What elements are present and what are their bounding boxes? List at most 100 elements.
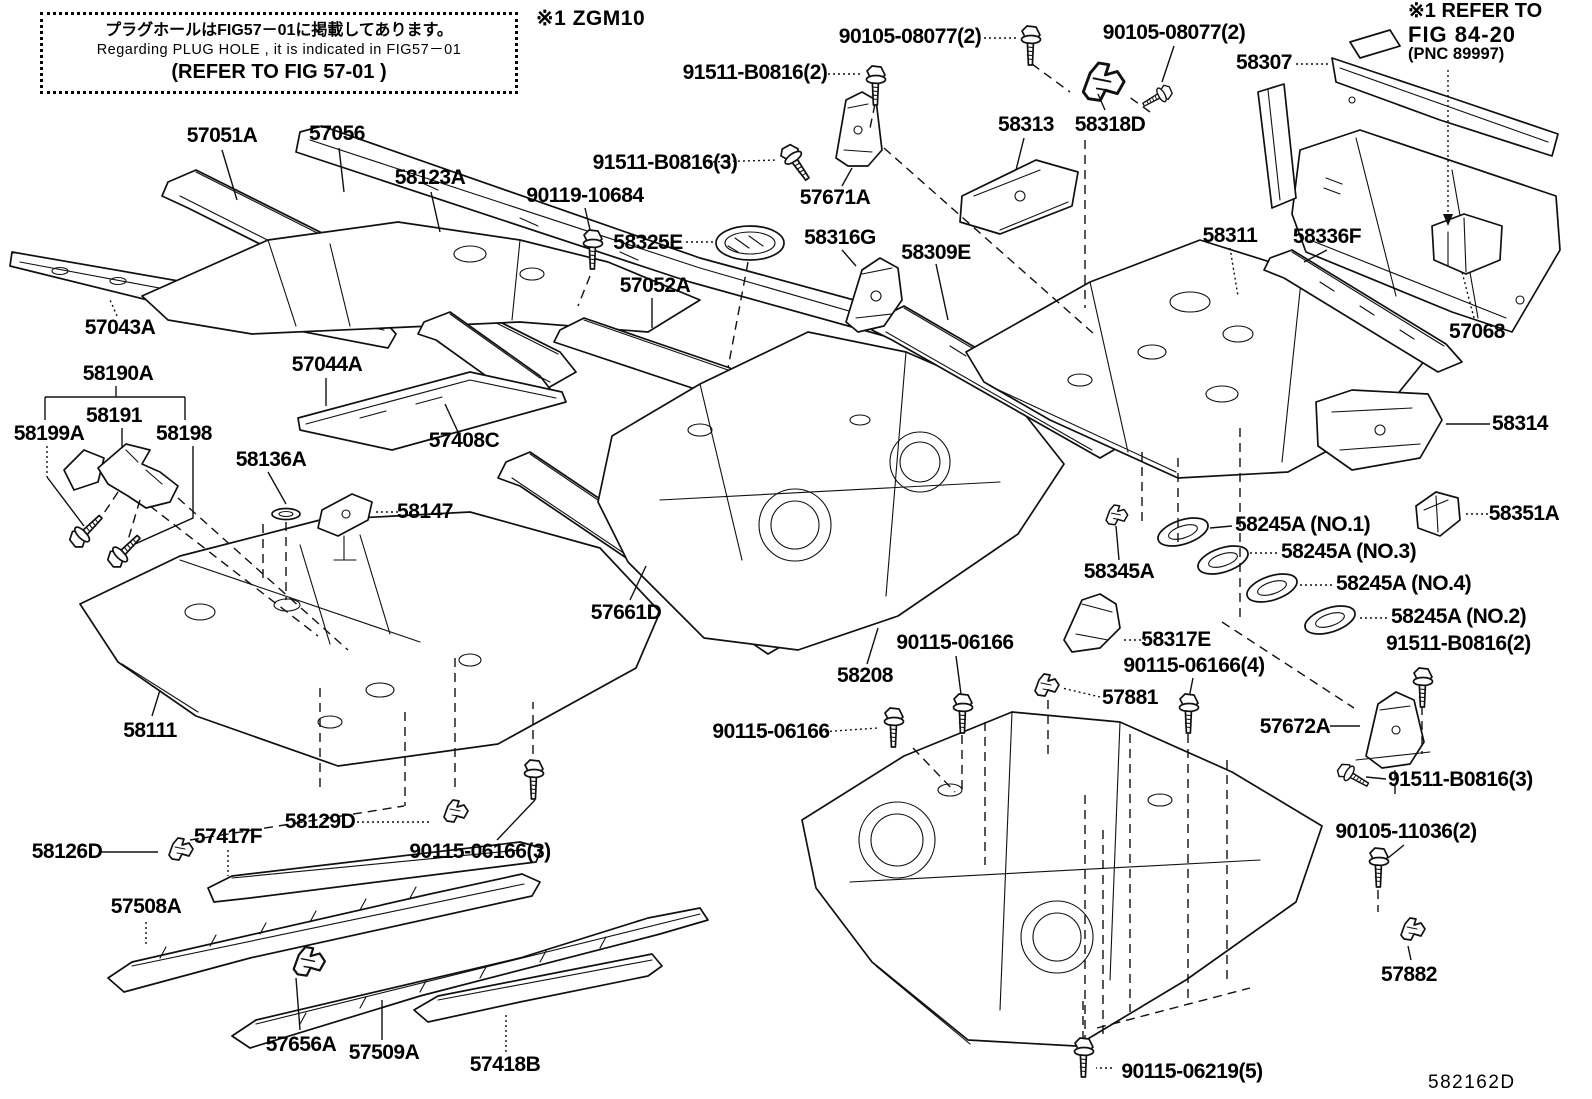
part-label-90115-06166-mid: 90115-06166 [896,631,1013,654]
part-58317e-bracket [1063,593,1121,653]
bolt-icon-06166-3 [523,759,545,800]
part-label-58199a: 58199A [14,422,85,445]
part-58136a-grommet [271,507,301,521]
clip-icon-58345a [1105,504,1129,526]
part-label-58313: 58313 [998,113,1054,136]
part-label-90115-06166-3: 90115-06166(3) [409,840,550,863]
bolt-icon-91511-2-right [1412,667,1434,708]
part-label-57417f: 57417F [194,825,263,848]
part-label-57509a: 57509A [349,1041,420,1064]
part-label-57661d: 57661D [591,601,662,624]
note-english-line: Regarding PLUG HOLE , it is indicated in… [96,42,462,59]
part-57671a-bracket [835,91,883,167]
part-rear-underbody-pan [801,711,1323,1047]
clip-icon-57881 [1034,673,1060,697]
part-label-58191: 58191 [86,404,143,427]
part-58147-bracket [317,493,373,561]
part-58318d-bracket [1081,61,1176,113]
note-japanese-line: プラグホールはFIG57－01に掲載してあります。 [105,22,453,40]
corner-ref-line3: (PNC 89997) [1408,45,1505,64]
part-label-58147: 58147 [397,500,453,523]
part-label-57052a: 57052A [620,274,691,297]
part-label-57671a: 57671A [800,186,871,209]
part-label-57656a: 57656A [266,1033,337,1056]
clip-icon-57882 [1400,917,1426,941]
part-label-58111: 58111 [123,719,177,742]
part-label-90105-08077-right: 90105-08077(2) [1103,21,1245,44]
part-label-58311: 58311 [1203,224,1259,247]
bolt-icon-58198 [102,528,146,572]
part-58325e-grommet [715,225,785,261]
bolt-icon-91511-3-bottom [1334,759,1373,792]
part-label-58318d: 58318D [1075,113,1146,136]
part-label-58129d: 58129D [285,810,356,833]
bolt-icon-90105-left [1020,25,1042,66]
bolt-icon-06166-left [883,707,905,748]
part-label-58126d: 58126D [32,840,103,863]
part-label-58336f: 58336F [1293,225,1362,248]
part-label-57068: 57068 [1449,320,1506,343]
diagram-id: 582162D [1428,1072,1516,1093]
corner-reference-note: ※1 REFER TO FIG 84-20 (PNC 89997) [1408,0,1543,64]
arrow-down-icon [1443,214,1453,226]
part-58336f-rail [1263,249,1463,373]
part-label-58309e: 58309E [901,241,971,264]
part-label-57882: 57882 [1381,963,1437,986]
part-label-91511-b0816-3-bottom: 91511-B0816(3) [1388,768,1533,791]
part-label-58317e: 58317E [1141,628,1211,651]
part-label-58316g: 58316G [804,226,876,249]
part-label-58245a-no2: 58245A (NO.2) [1391,605,1526,628]
part-label-91511-b0816-3-top: 91511-B0816(3) [593,151,738,174]
part-label-57672a: 57672A [1260,715,1331,738]
bolt-icon-06219 [1073,1037,1095,1078]
part-label-90119-10684: 90119-10684 [526,184,644,207]
part-label-57056: 57056 [309,122,365,145]
part-58313-panel [959,159,1079,235]
part-label-58351a: 58351A [1489,502,1560,525]
part-57672a-bracket [1355,691,1431,769]
part-label-90115-06219: 90115-06219(5) [1121,1060,1262,1083]
part-label-57051a: 57051A [187,124,258,147]
part-58314-bracket [1315,389,1443,471]
part-57044a-plate [297,371,567,451]
part-label-58136a: 58136A [236,448,307,471]
part-58111-front-floor-pan [79,511,661,767]
bolt-icon-06166-4 [1178,693,1200,734]
part-58311-rear-floor-pan [965,239,1431,479]
part-label-90115-06166-left: 90115-06166 [712,720,829,743]
part-58190a-cluster [63,443,179,509]
bolt-icon-58199a [64,508,108,552]
leader-lines [44,37,1490,1069]
part-label-91511-b0816-2-top: 91511-B0816(2) [683,61,828,84]
part-label-90105-08077-left: 90105-08077(2) [839,25,981,48]
corner-ref-line2: FIG 84-20 [1408,21,1517,47]
assembly-dashed-lines [97,63,1423,1050]
part-label-57508a: 57508A [111,895,182,918]
part-bottom-rails [107,841,709,1049]
bolt-icon-11036 [1368,847,1390,888]
part-label-90105-11036: 90105-11036(2) [1335,820,1476,843]
corner-ref-line1: ※1 REFER TO [1408,0,1543,22]
variant-note: ※1 ZGM10 [536,7,646,30]
part-89997-bracket [1431,213,1503,275]
part-label-57043a: 57043A [85,316,156,339]
bolt-icon-91511-3 [776,140,817,185]
part-label-58325e: 58325E [613,231,683,254]
clip-icon-58126d [168,837,194,861]
part-label-58245a-no4: 58245A (NO.4) [1336,572,1471,595]
part-label-57881: 57881 [1102,686,1159,709]
part-58208-center-floor-pan [597,331,1065,651]
part-label-91511-b0816-2-right: 91511-B0816(2) [1386,632,1531,655]
part-58307-rear-end-panel [1257,29,1561,333]
part-label-58245a-no3: 58245A (NO.3) [1281,540,1416,563]
part-label-58307: 58307 [1236,51,1292,74]
part-label-57418b: 57418B [470,1053,541,1076]
part-label-57408c: 57408C [429,429,500,452]
part-label-58198: 58198 [156,422,213,445]
part-label-90115-06166-4: 90115-06166(4) [1123,654,1264,677]
part-label-58345a: 58345A [1084,560,1155,583]
part-58245a-plates [1157,517,1356,635]
part-label-58314: 58314 [1492,412,1549,435]
clip-icon-58129d [443,799,469,823]
